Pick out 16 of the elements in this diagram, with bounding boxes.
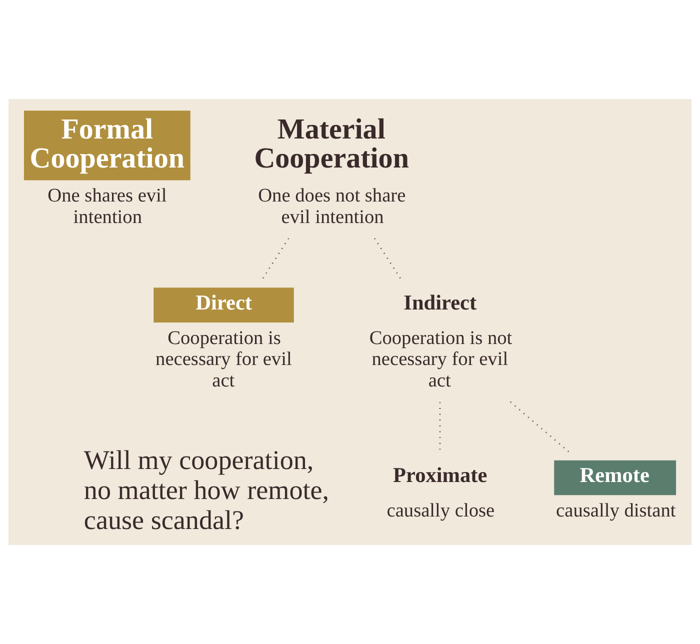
node-label: One does not share evil intention <box>258 186 406 228</box>
connector <box>374 238 402 280</box>
node-label: causally close <box>386 500 495 522</box>
node-box: Direct <box>154 288 294 322</box>
node-label: One shares evil intention <box>48 186 167 228</box>
node-label: Cooperation is not necessary for evil act <box>369 328 512 392</box>
label: Will my cooperation, no matter how remote, cause scandal? <box>84 444 330 535</box>
connector <box>261 238 290 280</box>
node-label: Cooperation is necessary for evil act <box>156 328 292 392</box>
node-label: causally distant <box>556 500 676 522</box>
node-text: Proximate <box>393 463 488 488</box>
node-box: Formal Cooperation <box>24 110 190 180</box>
node-text: Material Cooperation <box>254 114 409 175</box>
node-text: Indirect <box>404 290 477 315</box>
node-box: Remote <box>554 460 676 496</box>
connector <box>510 401 570 454</box>
